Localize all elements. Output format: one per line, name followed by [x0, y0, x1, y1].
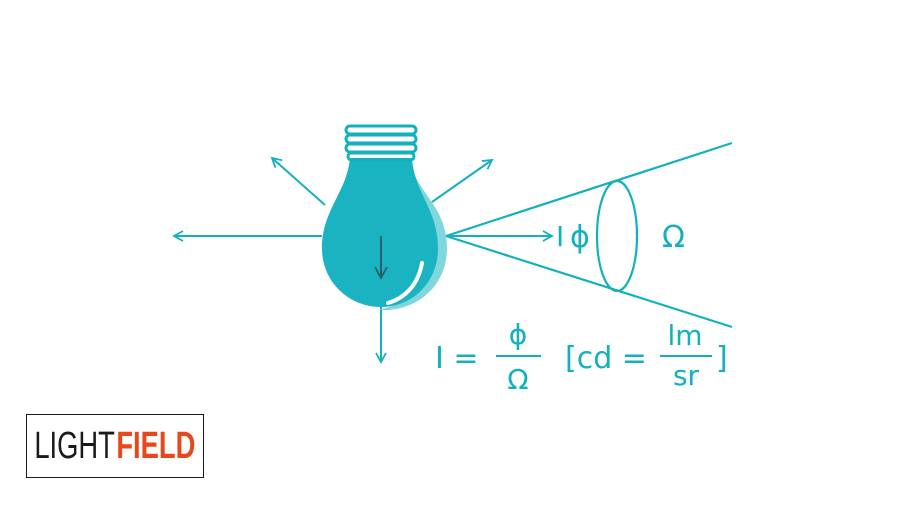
cone-upper-edge [445, 141, 733, 238]
formula-denominator: Ω [507, 363, 528, 396]
light-bulb [322, 124, 447, 310]
unit-close: ] [716, 341, 728, 376]
cone-cross-section-ellipse [595, 179, 639, 293]
intensity-symbol-label: I [556, 220, 564, 253]
light-field-logo: LIGHT FIELD [26, 414, 204, 478]
flux-symbol-label: ϕ [570, 220, 590, 255]
unit-denominator: sr [673, 359, 700, 392]
logo-word-field: FIELD [116, 425, 196, 467]
ray-upper-right-arrow [431, 158, 494, 203]
formula-numerator: ϕ [509, 318, 527, 351]
solid-angle-cone [445, 141, 733, 329]
intensity-formula: I = ϕ Ω [cd = lm sr ] [435, 318, 728, 396]
logo-word-light: LIGHT [34, 425, 116, 467]
bulb-body [322, 158, 438, 307]
bulb-screw-base [344, 124, 418, 162]
ray-upper-left-arrow [270, 156, 326, 206]
formula-lhs: I = [435, 341, 479, 376]
solid-angle-symbol-label: Ω [662, 220, 685, 255]
cone-lower-edge [445, 234, 733, 329]
unit-open: [cd = [565, 341, 647, 376]
unit-numerator: lm [667, 319, 702, 352]
bulb-highlight [386, 261, 424, 305]
light-rays [172, 156, 554, 364]
